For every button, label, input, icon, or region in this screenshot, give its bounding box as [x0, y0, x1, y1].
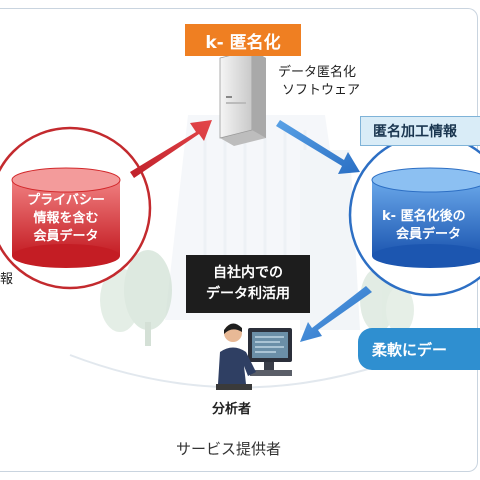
database-icon	[371, 167, 480, 268]
arrow-icon	[130, 120, 212, 178]
left-db-label: プライバシー 情報を含む 会員データ	[14, 192, 118, 246]
internal-use-line1: 自社内での	[213, 265, 283, 281]
k-anonymization-tag: k- 匿名化	[185, 24, 301, 56]
anonymized-info-tag: 匿名加工情報	[360, 116, 480, 146]
right-db-line2: 会員データ	[396, 227, 462, 242]
server-icon	[219, 49, 266, 146]
left-db-line2: 情報を含む	[33, 211, 99, 226]
left-db-line3: 会員データ	[33, 229, 99, 244]
software-label-line1: データ匿名化	[278, 65, 357, 80]
analyst-label: 分析者	[212, 402, 252, 417]
arrow-icon	[300, 286, 372, 342]
left-db-line1: プライバシー	[27, 193, 105, 208]
software-label-line2: ソフトウェア	[282, 83, 361, 98]
internal-use-tag: 自社内での データ利活用	[186, 255, 310, 313]
right-db-line1: k- 匿名化後の	[382, 209, 466, 224]
software-label: データ匿名化 ソフトウェア	[278, 64, 360, 100]
database-icon	[11, 167, 121, 268]
right-db-label: k- 匿名化後の 会員データ	[376, 208, 480, 244]
arrow-icon	[276, 120, 360, 174]
left-edge-fragment: 報	[0, 272, 14, 287]
service-provider-label: サービス提供者	[176, 440, 282, 458]
internal-use-line2: データ利活用	[206, 286, 290, 302]
tree-icon	[100, 250, 414, 346]
analyst-computer-icon	[216, 323, 292, 390]
flexible-data-pill: 柔軟にデー	[358, 328, 480, 370]
